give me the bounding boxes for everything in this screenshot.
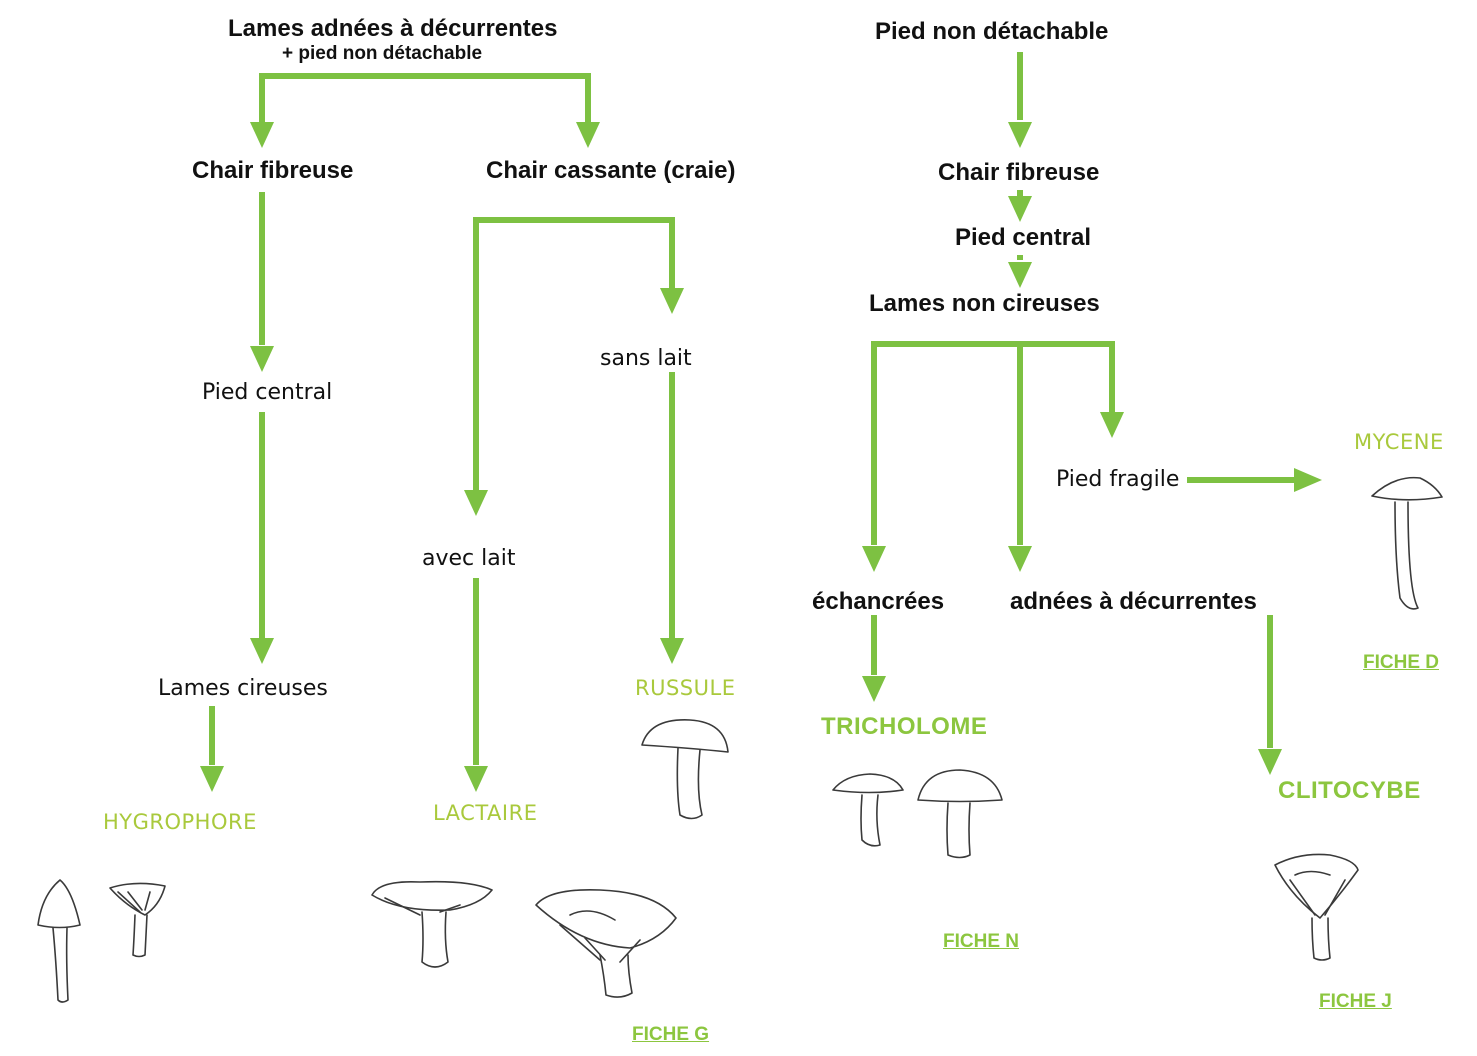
lactaire-mushroom-2-icon	[535, 888, 677, 998]
genus-mycene: MYCENE	[1354, 430, 1444, 454]
genus-russule: RUSSULE	[635, 676, 736, 700]
left-lames-cireuses-label: Lames cireuses	[158, 676, 328, 701]
arrowhead-adnees	[1008, 546, 1032, 572]
tricholome-mushroom-icon	[832, 773, 904, 847]
arrowhead-right-chair-fibreuse	[1008, 122, 1032, 148]
genus-lactaire: LACTAIRE	[433, 801, 538, 825]
arrowhead-mycene	[1294, 468, 1322, 492]
right-root-label: Pied non détachable	[875, 18, 1109, 45]
left-pied-central-label: Pied central	[202, 380, 333, 405]
right-echancrees-label: échancrées	[812, 588, 945, 615]
mycene-mushroom-icon	[1371, 476, 1443, 610]
left-chair-cassante-label: Chair cassante (craie)	[486, 157, 736, 184]
connector-cassante-split	[473, 217, 675, 490]
arrowhead-chair-fibreuse	[250, 122, 274, 148]
connector-root-split	[259, 73, 591, 122]
left-sans-lait-label: sans lait	[600, 346, 692, 371]
arrowhead-pied-fragile	[1100, 412, 1124, 438]
fiche-n-link[interactable]: FICHE N	[943, 931, 1019, 952]
arrowhead-right-pied-central	[1008, 196, 1032, 222]
left-root-label: Lames adnées à décurrentes	[228, 15, 558, 42]
right-pied-fragile-label: Pied fragile	[1056, 467, 1180, 492]
left-avec-lait-label: avec lait	[422, 546, 516, 571]
left-root-sub-label: + pied non détachable	[282, 43, 483, 64]
russule-mushroom-icon	[641, 719, 729, 820]
right-lames-non-cireuses-label: Lames non cireuses	[869, 290, 1100, 317]
fiche-j-link[interactable]: FICHE J	[1319, 991, 1392, 1012]
arrowhead-avec-lait	[464, 490, 488, 516]
hygrophore-mushroom-2-icon	[109, 882, 166, 958]
fiche-d-link[interactable]: FICHE D	[1363, 652, 1439, 673]
genus-clitocybe: CLITOCYBE	[1278, 777, 1421, 804]
arrowhead-lactaire	[464, 766, 488, 792]
arrowhead-clitocybe	[1258, 749, 1282, 775]
arrowhead-tricholome	[862, 676, 886, 702]
arrowhead-right-lames	[1008, 262, 1032, 288]
arrowhead-sans-lait	[660, 288, 684, 314]
right-adnees-label: adnées à décurrentes	[1010, 588, 1257, 615]
connector-lames-split	[871, 341, 1115, 545]
arrowhead-russule	[660, 638, 684, 664]
tricholome-mushroom-2-icon	[917, 769, 1003, 859]
fiche-g-link[interactable]: FICHE G	[632, 1024, 710, 1045]
arrowhead-pied-central	[250, 346, 274, 372]
clitocybe-mushroom-icon	[1274, 853, 1359, 961]
arrowhead-hygrophore	[200, 766, 224, 792]
arrowhead-echancrees	[862, 546, 886, 572]
left-chair-fibreuse-label: Chair fibreuse	[192, 157, 354, 184]
lactaire-mushroom-icon	[371, 880, 493, 968]
genus-hygrophore: HYGROPHORE	[103, 810, 257, 834]
right-chair-fibreuse-label: Chair fibreuse	[938, 159, 1100, 186]
arrowhead-chair-cassante	[576, 122, 600, 148]
genus-tricholome: TRICHOLOME	[821, 713, 988, 740]
right-pied-central-label: Pied central	[955, 224, 1092, 251]
arrowhead-lames-cireuses	[250, 638, 274, 664]
hygrophore-mushroom-icon	[37, 879, 81, 1003]
